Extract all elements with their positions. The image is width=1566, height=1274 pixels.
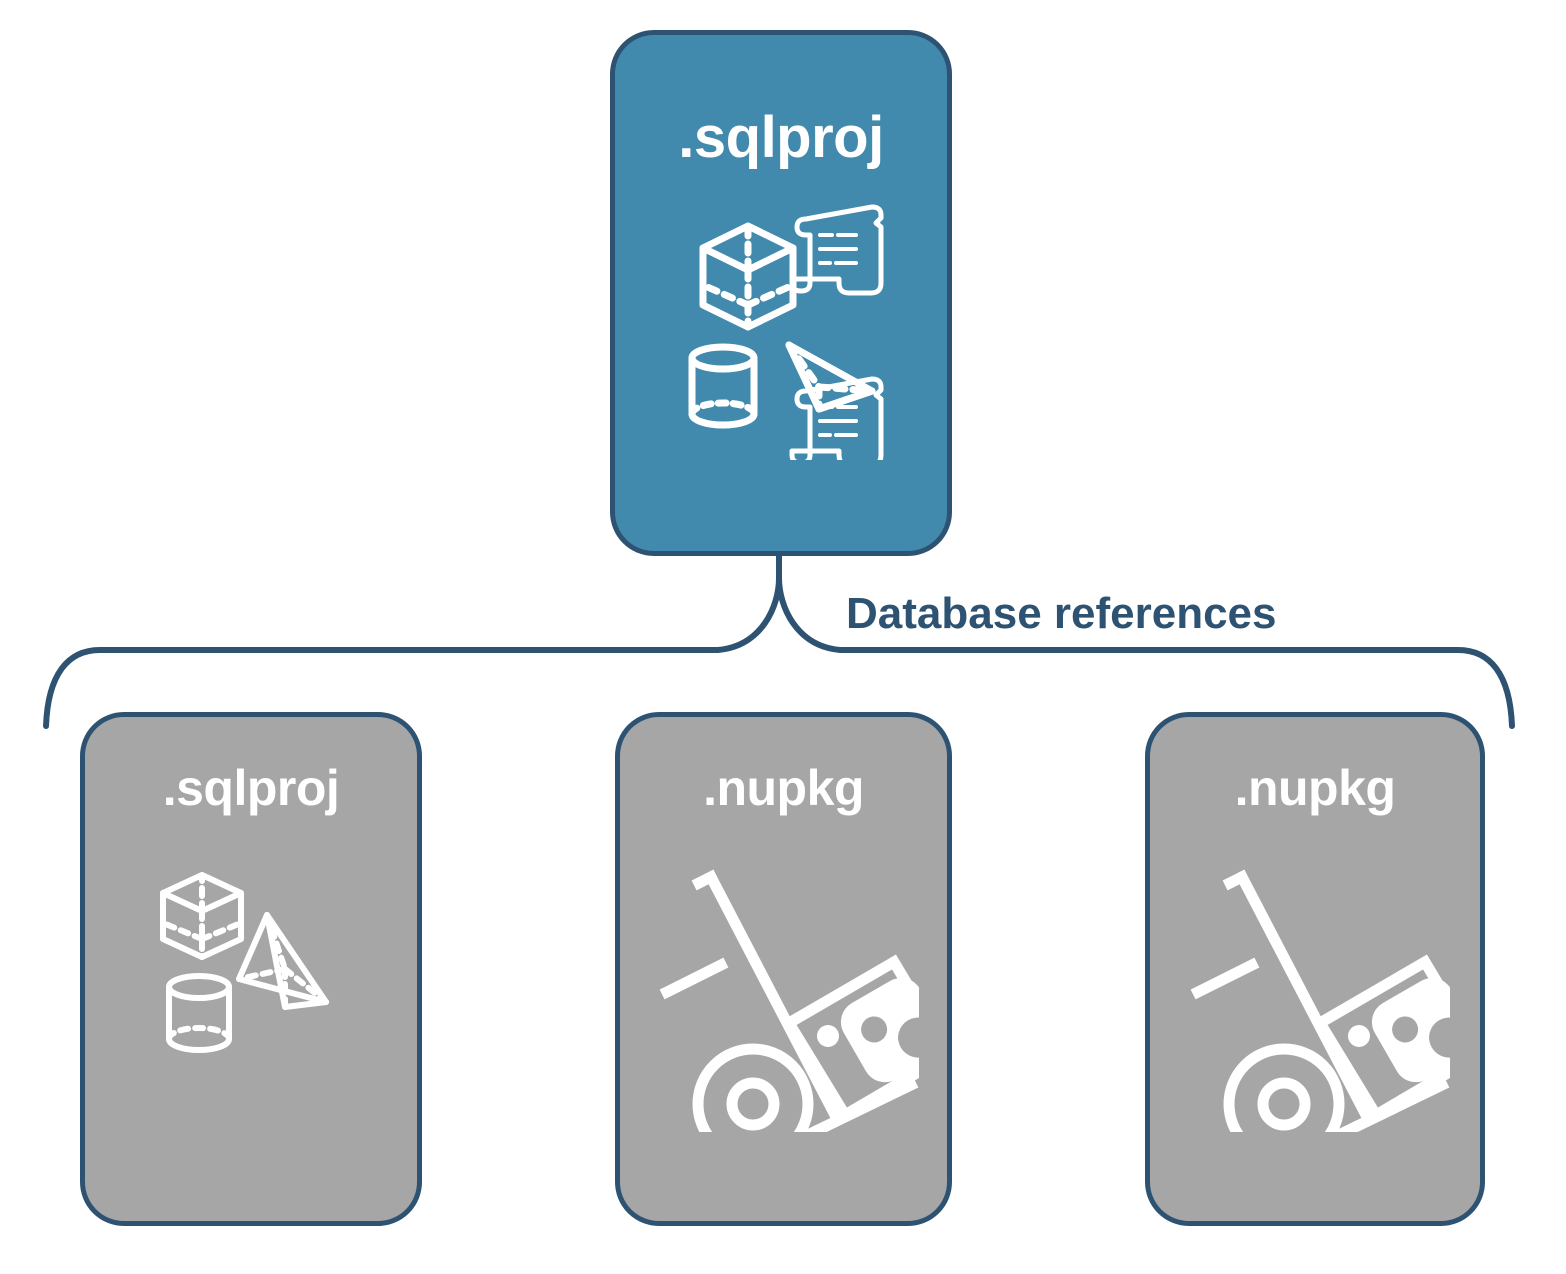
node-icon-group	[620, 857, 947, 1132]
package-box	[1312, 954, 1450, 1123]
node-title: .sqlproj	[162, 760, 340, 816]
cylinder-icon	[166, 973, 232, 1053]
cube-icon	[160, 872, 244, 960]
node-icon-group	[85, 857, 417, 1072]
node-reference-nupkg-2[interactable]: .nupkg	[1145, 712, 1485, 1226]
node-title: .nupkg	[703, 760, 864, 816]
pyramid-icon	[785, 341, 876, 413]
scroll-icon	[789, 204, 884, 296]
node-icon-group	[1150, 857, 1480, 1132]
hand-truck-package-icon	[1190, 869, 1450, 1132]
edge-label-database-references: Database references	[846, 589, 1277, 638]
wheel	[692, 1043, 813, 1132]
package-box	[780, 954, 919, 1123]
node-title: .nupkg	[1234, 760, 1396, 816]
pyramid-icon	[236, 912, 329, 1010]
scroll-icon	[789, 376, 884, 460]
node-sqlproj-root[interactable]: .sqlproj	[610, 30, 952, 556]
node-reference-nupkg-1[interactable]: .nupkg	[615, 712, 952, 1226]
node-title: .sqlproj	[678, 105, 884, 170]
node-icon-group	[615, 195, 947, 460]
cube-icon	[699, 222, 797, 331]
node-reference-sqlproj[interactable]: .sqlproj	[80, 712, 422, 1226]
cylinder-icon	[688, 343, 758, 429]
wheel	[1223, 1043, 1345, 1132]
hand-truck-package-icon	[659, 869, 919, 1132]
